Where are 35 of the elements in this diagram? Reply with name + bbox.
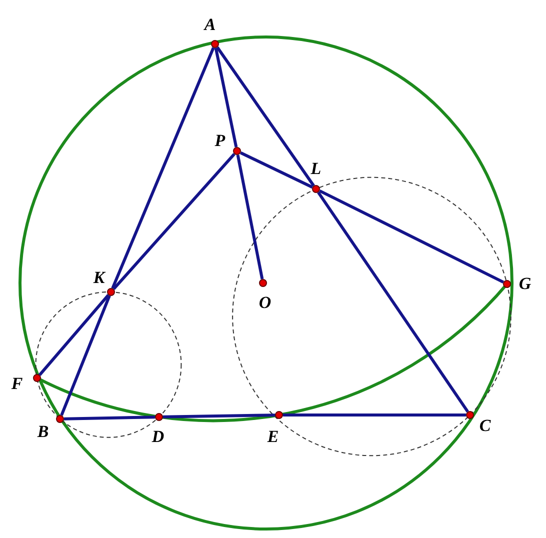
point-label: F (11, 374, 23, 394)
point-label: C (479, 416, 491, 436)
point-label: B (37, 422, 49, 442)
point-label: O (258, 293, 272, 313)
line-segment (162, 414, 276, 418)
line-segment (214, 48, 238, 148)
line-segment (38, 294, 110, 376)
line-segment (112, 152, 236, 290)
line-segment (216, 46, 315, 187)
point (56, 415, 64, 423)
point-label: A (204, 15, 216, 35)
point (275, 411, 283, 419)
point-label: L (310, 159, 322, 179)
line-segment (318, 189, 504, 284)
point (211, 40, 219, 48)
point (155, 413, 163, 421)
line-segment (236, 154, 264, 280)
line-segment (111, 47, 215, 289)
line-segment (240, 151, 314, 189)
point (33, 374, 41, 382)
point (466, 411, 474, 419)
point (312, 185, 320, 193)
line-segment (64, 416, 156, 420)
point-label: K (93, 268, 105, 288)
point-label: D (152, 427, 164, 447)
point-label: G (518, 274, 532, 294)
line-segment (317, 191, 469, 413)
point (503, 280, 511, 288)
line-segment (60, 295, 111, 416)
point-label: E (267, 427, 279, 447)
point (233, 147, 241, 155)
line-segment (283, 414, 466, 416)
point (259, 279, 267, 287)
point-label: P (214, 131, 226, 151)
point (107, 288, 115, 296)
